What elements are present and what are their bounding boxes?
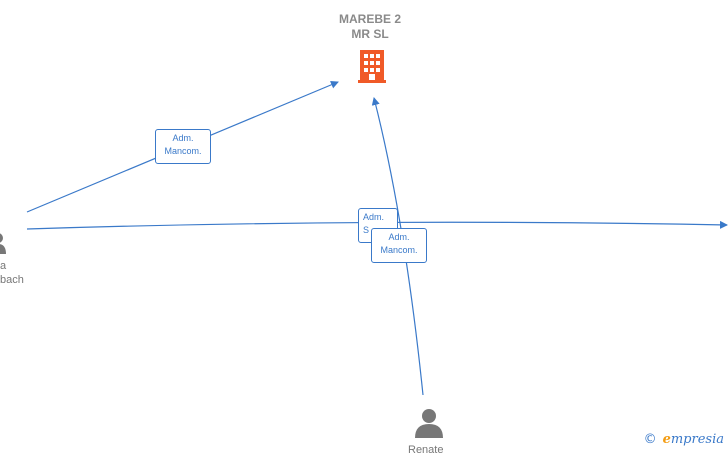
edge-label-line1: Adm. [172,133,194,143]
company-name-line1: MAREBE 2 [338,12,401,26]
company-name-line2: MR SL [351,27,389,41]
edge-label-line2: S [363,225,370,235]
person-label-bottom[interactable]: Renate [408,443,443,457]
edge-label-line1: Adm. [363,212,385,222]
person-label-bottom-line1: Renate [408,444,444,456]
company-name[interactable]: MAREBE 2 MR SL [318,12,422,42]
edge-label-line2: Mancom. [380,245,418,255]
edge-label-adm-mancom-2[interactable]: Adm. Mancom. [371,228,427,263]
person-icon[interactable] [415,409,443,438]
person-label-left-line1: a [0,260,7,272]
copyright-icon: © [643,432,657,447]
empresia-logo[interactable]: © empresia [644,432,724,447]
edge-label-line1: Adm. [388,232,410,242]
person-label-left-line2: bach [0,274,24,286]
person-label-left[interactable]: a bach [0,259,24,287]
edge-label-adm-mancom[interactable]: Adm. Mancom. [155,129,211,164]
building-icon[interactable] [358,50,386,83]
edge-label-line2: Mancom. [164,146,202,156]
brand-rest: mpresia [670,432,724,447]
brand-e: e [662,432,671,447]
person-icon[interactable] [0,233,6,254]
